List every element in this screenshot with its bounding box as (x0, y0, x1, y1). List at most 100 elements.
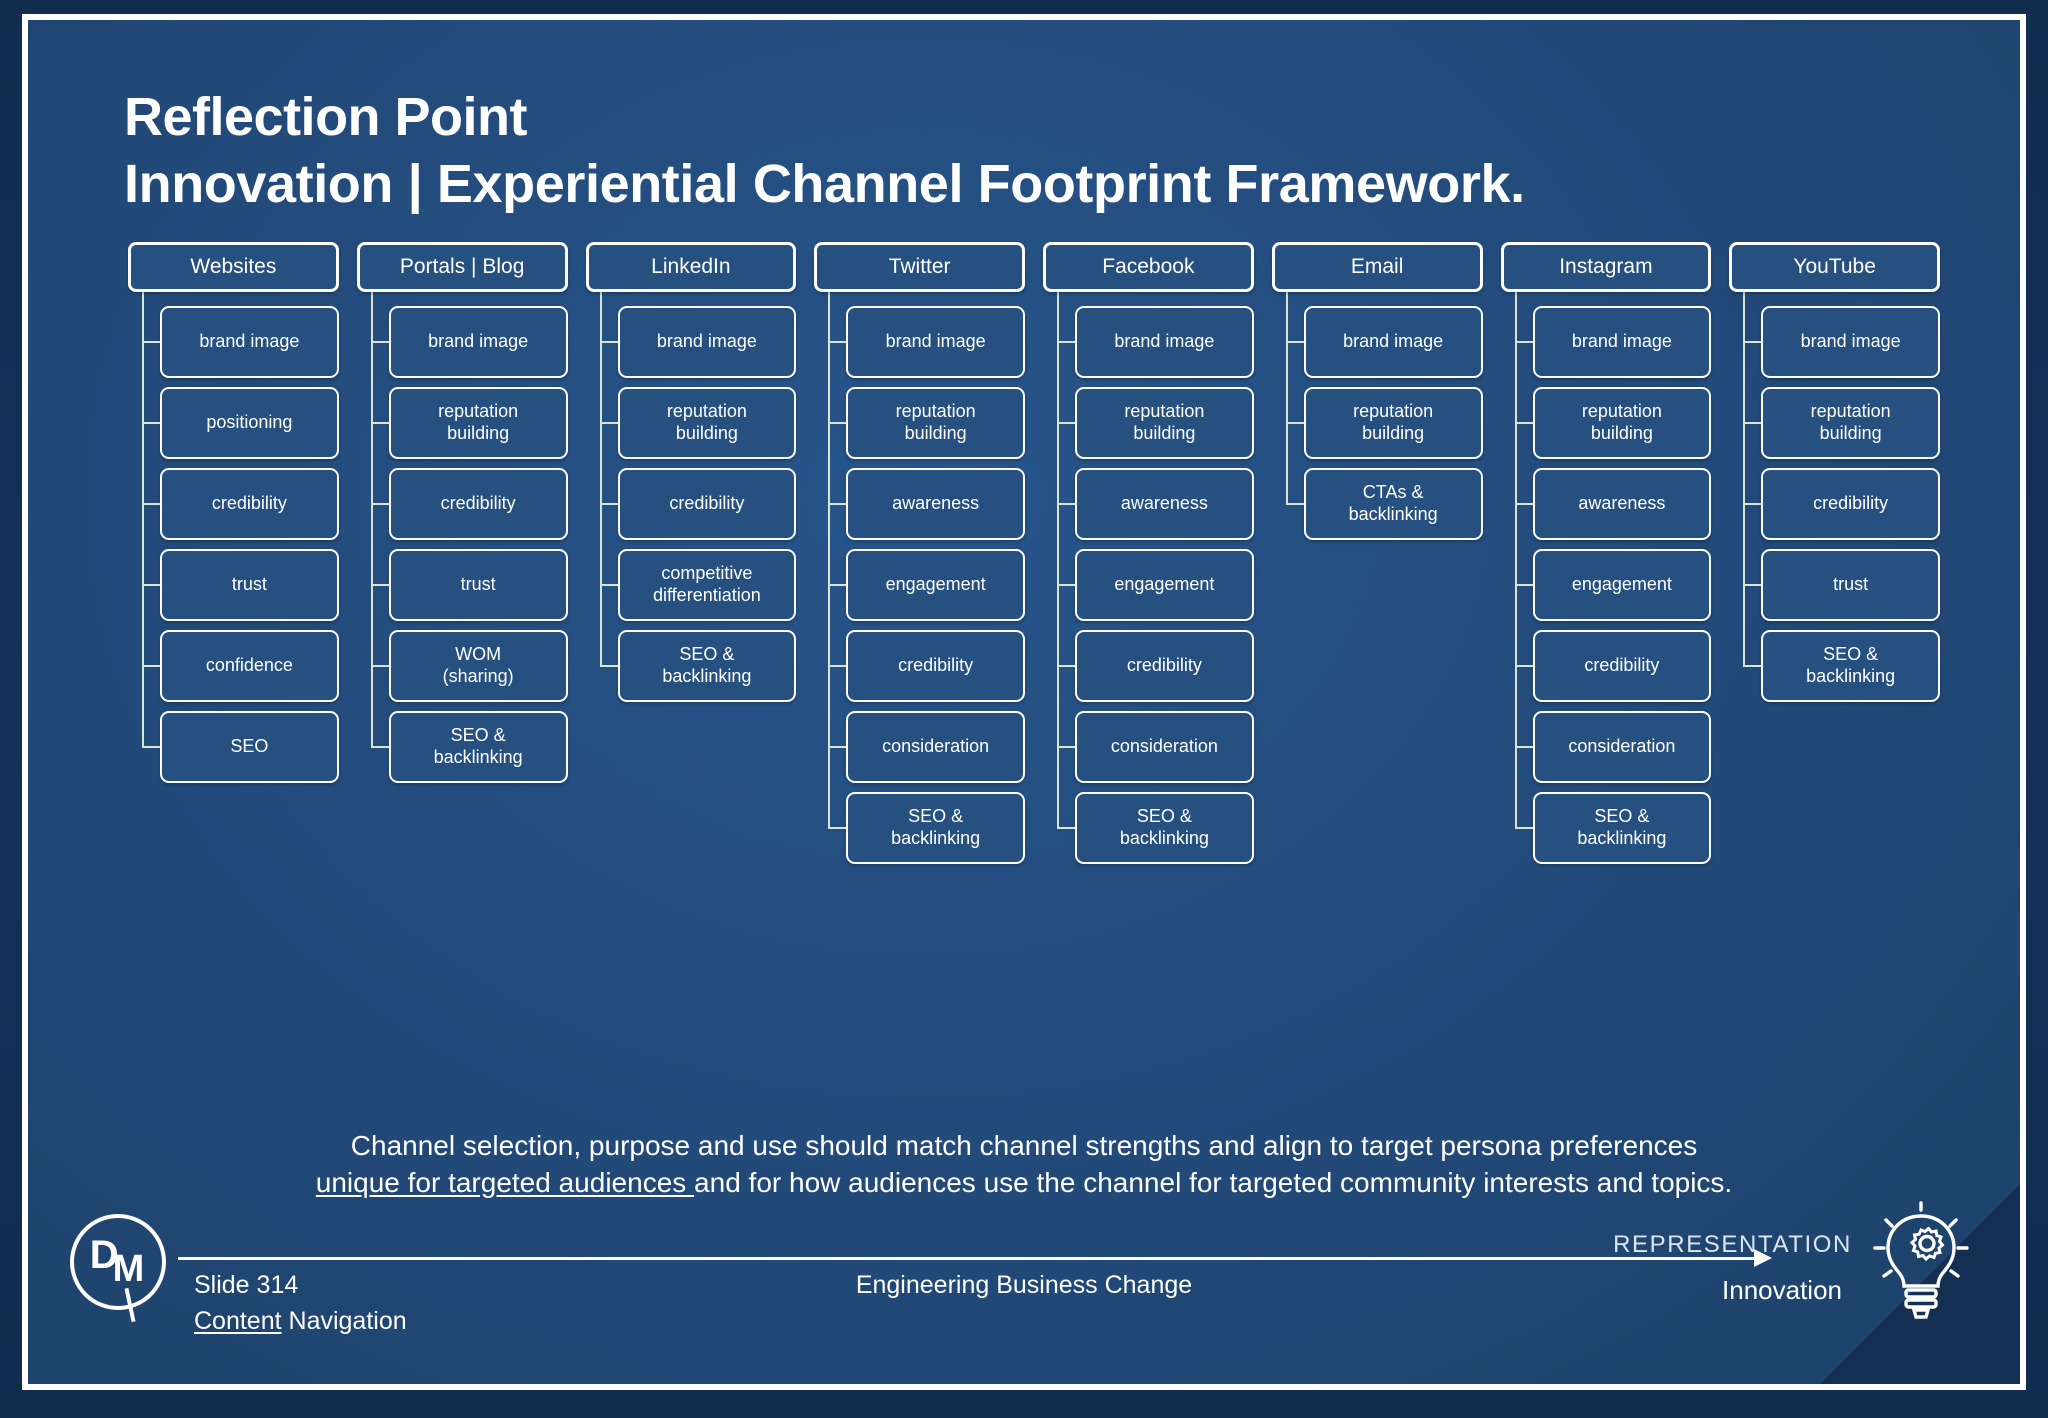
channel-node[interactable]: engagement (846, 549, 1025, 621)
channel-node[interactable]: consideration (846, 711, 1025, 783)
connector-stub (1514, 341, 1533, 343)
channel-node-wrapper: reputation building (1743, 387, 1940, 459)
channel-node[interactable]: brand image (1761, 306, 1940, 378)
channel-node[interactable]: consideration (1532, 711, 1712, 783)
channel-node-wrapper: WOM (sharing) (370, 630, 568, 702)
channel-node[interactable]: brand image (1532, 306, 1712, 378)
footer-tagline: Engineering Business Change (855, 1271, 1193, 1299)
channel-node-list: brand image reputation building credibilit… (586, 306, 797, 702)
connector-stub (1514, 584, 1533, 586)
channel-node-wrapper: engagement (1514, 549, 1712, 621)
connector-stub (1743, 584, 1762, 586)
channel-node-wrapper: awareness (1514, 468, 1712, 540)
channel-node-list: brand image positioning credibility trust co… (128, 306, 339, 783)
channel-node[interactable]: brand image (1075, 306, 1254, 378)
channel-node[interactable]: brand image (846, 306, 1025, 378)
channel-node[interactable]: credibility (617, 468, 797, 540)
connector-stub (142, 503, 160, 505)
channel-node[interactable]: reputation building (1075, 387, 1254, 459)
channel-node[interactable]: SEO & backlinking (846, 792, 1025, 864)
connector-stub (1057, 341, 1075, 343)
channel-node[interactable]: reputation building (1532, 387, 1712, 459)
caption-line-2-rest: and for how audiences use the channel fo… (694, 1166, 1733, 1198)
channel-header-linkedin[interactable]: LinkedIn (585, 242, 797, 292)
channel-node[interactable]: awareness (1075, 468, 1254, 540)
channel-header-youtube[interactable]: YouTube (1729, 242, 1940, 292)
channel-node-wrapper: brand image (370, 306, 568, 378)
channel-node[interactable]: credibility (160, 468, 339, 540)
channel-node[interactable]: confidence (160, 630, 339, 702)
channel-node[interactable]: credibility (846, 630, 1025, 702)
channel-node[interactable]: trust (388, 549, 568, 621)
channel-node[interactable]: reputation building (1761, 387, 1940, 459)
channel-node[interactable]: competitive differentiation (617, 549, 797, 621)
channel-node[interactable]: SEO & backlinking (388, 711, 568, 783)
channel-node-wrapper: brand image (1285, 306, 1483, 378)
channel-node[interactable]: brand image (388, 306, 568, 378)
channel-node-label: brand image (656, 331, 757, 352)
channel-node[interactable]: reputation building (1303, 387, 1483, 459)
channel-column: Facebook brand image reputation building aw… (1043, 242, 1254, 864)
channel-header-portals-blog[interactable]: Portals | Blog (356, 242, 568, 292)
channel-node[interactable]: SEO & backlinking (617, 630, 797, 702)
channel-node[interactable]: brand image (1303, 306, 1483, 378)
channel-node-label: brand image (1343, 331, 1444, 352)
channel-header-email[interactable]: Email (1271, 242, 1483, 292)
channel-node-wrapper: credibility (1743, 468, 1940, 540)
channel-node[interactable]: SEO & backlinking (1761, 630, 1940, 702)
connector-stub (599, 341, 618, 343)
channel-node-label: SEO (230, 736, 269, 757)
caption-underlined-phrase: unique for targeted audiences (315, 1166, 695, 1198)
channel-node[interactable]: reputation building (388, 387, 568, 459)
connector-stub (1057, 746, 1075, 748)
channel-node-label: reputation building (438, 401, 519, 443)
channel-node[interactable]: SEO & backlinking (1075, 792, 1254, 864)
channel-node[interactable]: trust (160, 549, 339, 621)
channel-node[interactable]: brand image (160, 306, 339, 378)
connector-stub (1057, 665, 1075, 667)
content-navigation-link[interactable]: Content Navigation (194, 1307, 407, 1336)
channel-node[interactable]: engagement (1075, 549, 1254, 621)
connector-stub (828, 827, 847, 829)
channel-node-label: consideration (882, 736, 990, 757)
channel-node[interactable]: credibility (388, 468, 568, 540)
channel-header-websites[interactable]: Websites (128, 242, 339, 292)
channel-node-label: confidence (205, 655, 293, 676)
channel-node[interactable]: reputation building (846, 387, 1025, 459)
connector-stub (828, 341, 847, 343)
connector-stub (1514, 665, 1533, 667)
channel-node[interactable]: reputation building (617, 387, 797, 459)
channel-node-wrapper: brand image (828, 306, 1025, 378)
channel-node-wrapper: credibility (828, 630, 1025, 702)
channel-node[interactable]: engagement (1532, 549, 1712, 621)
connector-stub (370, 665, 389, 667)
channel-node-wrapper: SEO & backlinking (599, 630, 797, 702)
channel-node[interactable]: credibility (1075, 630, 1254, 702)
channel-node[interactable]: CTAs & backlinking (1303, 468, 1483, 540)
connector-trunk (1743, 292, 1746, 666)
channel-node[interactable]: brand image (617, 306, 797, 378)
channel-header-facebook[interactable]: Facebook (1043, 242, 1254, 292)
channel-node-wrapper: SEO (142, 711, 339, 783)
channel-node-wrapper: competitive differentiation (599, 549, 797, 621)
channel-node-label: brand image (428, 331, 529, 352)
channel-node[interactable]: trust (1761, 549, 1940, 621)
channel-node[interactable]: credibility (1532, 630, 1712, 702)
channel-node[interactable]: consideration (1075, 711, 1254, 783)
channel-header-twitter[interactable]: Twitter (814, 242, 1025, 292)
channel-node[interactable]: awareness (846, 468, 1025, 540)
connector-stub (599, 584, 618, 586)
channel-header-instagram[interactable]: Instagram (1500, 242, 1712, 292)
channel-node[interactable]: WOM (sharing) (388, 630, 568, 702)
connector-stub (828, 584, 847, 586)
channel-node[interactable]: awareness (1532, 468, 1712, 540)
channel-node[interactable]: SEO (160, 711, 339, 783)
channel-node[interactable]: positioning (160, 387, 339, 459)
channel-node[interactable]: credibility (1761, 468, 1940, 540)
connector-stub (370, 746, 389, 748)
channel-node-label: credibility (669, 493, 745, 514)
channel-node[interactable]: SEO & backlinking (1532, 792, 1712, 864)
channel-node-wrapper: SEO & backlinking (1514, 792, 1712, 864)
channel-node-wrapper: trust (1743, 549, 1940, 621)
